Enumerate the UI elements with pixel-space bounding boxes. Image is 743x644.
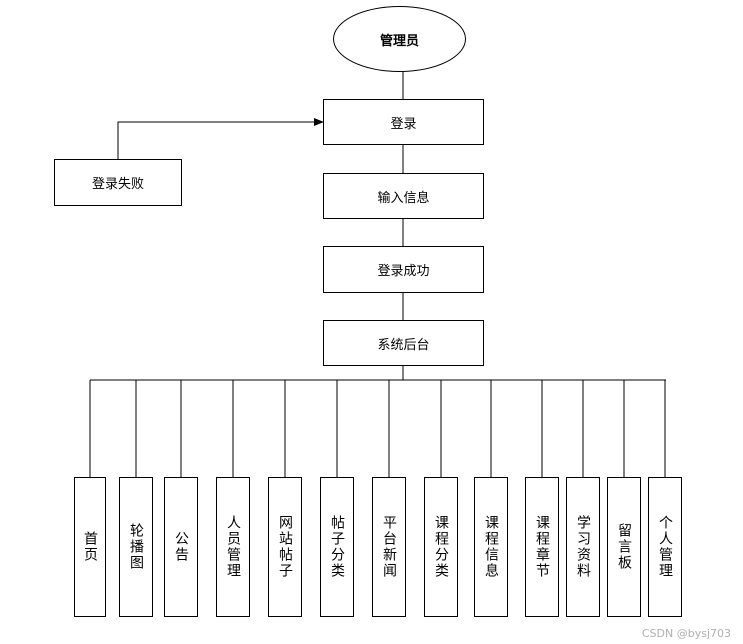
module-box: 人员管理 [216, 477, 250, 617]
module-box: 学习资料 [566, 477, 600, 617]
module-box: 个人管理 [648, 477, 682, 617]
module-box: 课程章节 [525, 477, 559, 617]
login-fail-label: 登录失败 [91, 177, 144, 192]
module-box: 平台新闻 [372, 477, 406, 617]
module-box: 轮播图 [119, 477, 153, 617]
module-box: 帖子分类 [320, 477, 354, 617]
login-success-label: 登录成功 [377, 264, 430, 279]
module-label: 个人管理 [657, 515, 673, 579]
module-box: 课程分类 [424, 477, 458, 617]
watermark: CSDN @bysj703 [641, 627, 731, 640]
module-label: 帖子分类 [329, 515, 345, 579]
module-box: 课程信息 [474, 477, 508, 617]
connector-fail-to-login-arrow [117, 118, 324, 159]
module-label: 留言板 [616, 523, 632, 571]
input-info-label: 输入信息 [377, 190, 430, 206]
input-info-box: 输入信息 [323, 173, 484, 219]
module-label: 首页 [82, 531, 98, 563]
admin-label: 管理员 [379, 33, 419, 49]
module-label: 平台新闻 [381, 515, 397, 579]
module-label: 轮播图 [128, 523, 144, 571]
module-label: 人员管理 [225, 515, 241, 579]
module-box: 首页 [74, 477, 106, 617]
connector-module-drops [89, 380, 666, 477]
login-success-box: 登录成功 [323, 246, 484, 293]
login-fail-box: 登录失败 [54, 159, 182, 206]
admin-ellipse: 管理员 [333, 6, 466, 72]
module-box: 留言板 [607, 477, 641, 617]
module-label: 学习资料 [575, 515, 591, 579]
module-label: 课程信息 [483, 515, 499, 579]
backend-label: 系统后台 [377, 337, 430, 353]
login-box: 登录 [323, 99, 484, 145]
module-box: 网站帖子 [268, 477, 302, 617]
module-label: 课程章节 [534, 515, 550, 579]
login-label: 登录 [390, 116, 417, 132]
backend-box: 系统后台 [323, 320, 484, 366]
module-label: 公告 [173, 531, 189, 563]
module-box: 公告 [164, 477, 198, 617]
module-label: 网站帖子 [277, 515, 293, 579]
module-label: 课程分类 [433, 515, 449, 579]
